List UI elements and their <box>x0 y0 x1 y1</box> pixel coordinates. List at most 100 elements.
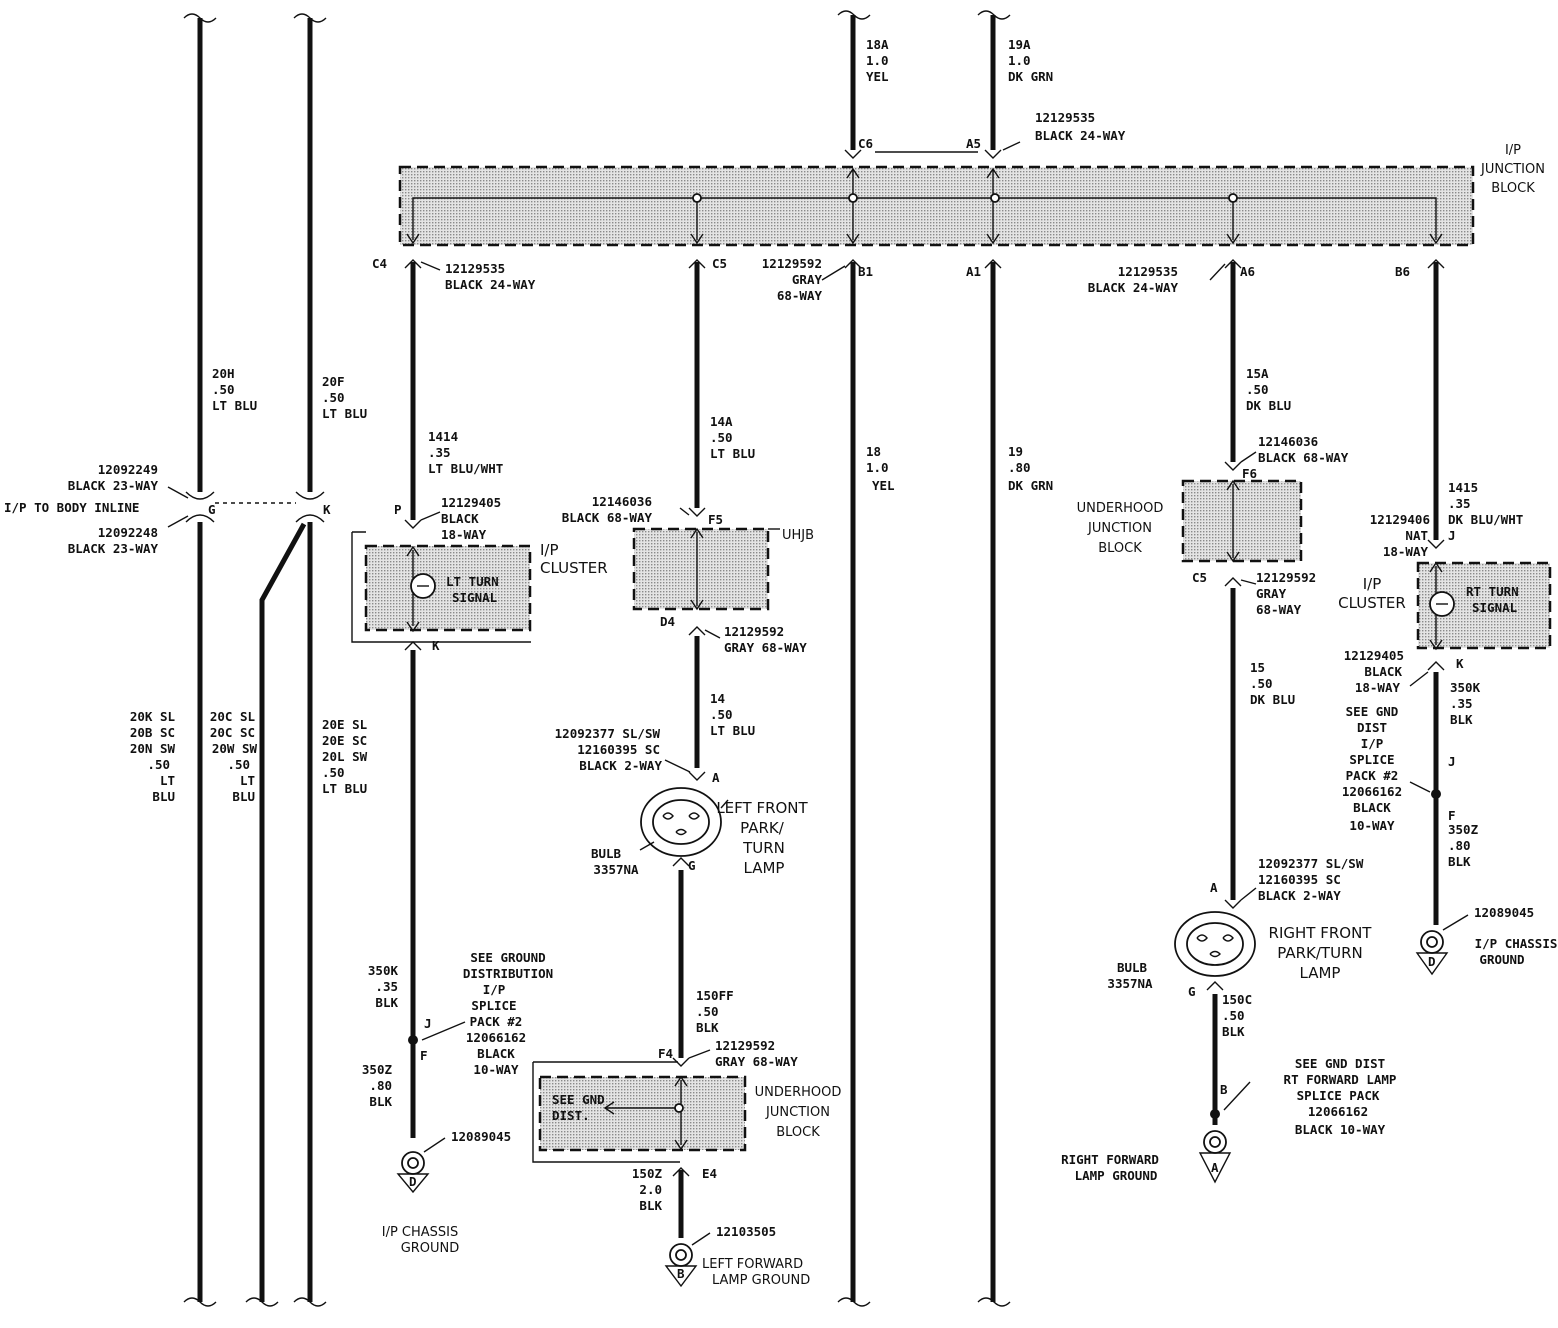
w20c-6: BLU <box>232 789 255 804</box>
rt-splice-5: PACK #2 <box>1346 768 1399 783</box>
w14a-2: .50 <box>710 430 733 445</box>
rf-lamp-label-2: PARK/TURN <box>1277 944 1362 962</box>
rt-350k-1: 350K <box>1450 680 1481 695</box>
lt-splice-8: 10-WAY <box>473 1062 519 1077</box>
rf-c5-type: 68-WAY <box>1256 602 1302 617</box>
rf-bulb-2: 3357NA <box>1107 976 1153 991</box>
w18-1: 18 <box>866 444 881 459</box>
lt-splice-4: SPLICE <box>471 998 516 1013</box>
w20c-4: .50 <box>227 757 250 772</box>
rt-splice-8: 10-WAY <box>1349 818 1395 833</box>
rt-pin-j2: J <box>1448 754 1456 769</box>
rt-splice-7: BLACK <box>1353 800 1391 815</box>
lt-350k-3: BLK <box>375 995 398 1010</box>
w20e-5: LT BLU <box>322 781 367 796</box>
w14a-1: 14A <box>710 414 733 429</box>
pin-f4: F4 <box>658 1046 673 1061</box>
ipjb-lower-connectors <box>404 259 1445 281</box>
ipjb-label-3: BLOCK <box>1491 181 1535 196</box>
w20k-5: LT <box>160 773 175 788</box>
lt-cluster-color: BLACK <box>441 511 479 526</box>
rt-turn-labels: 1415 .35 DK BLU/WHT 12129406 NAT 18-WAY … <box>1338 480 1557 969</box>
w14-2: .50 <box>710 707 733 722</box>
lf-gnd-dist-2: DIST. <box>552 1108 590 1123</box>
rt-350z-2: .80 <box>1448 838 1471 853</box>
lt-splice-2: DISTRIBUTION <box>463 966 553 981</box>
lf-ground-label-1: LEFT FORWARD <box>702 1257 803 1272</box>
w1414-1: 1414 <box>428 429 458 444</box>
top-conn-type: BLACK 24-WAY <box>1035 128 1126 143</box>
lf-lamp-labels: 14A .50 LT BLU 12146036 BLACK 68-WAY F5 … <box>552 414 841 1288</box>
top-wires <box>837 10 1021 159</box>
lt-ground-part: 12089045 <box>451 1129 511 1144</box>
w150c-2: .50 <box>1222 1008 1245 1023</box>
ipjb-label-1: I/P <box>1505 143 1521 158</box>
w15a-2: .50 <box>1246 382 1269 397</box>
rf-uhjb-label-2: JUNCTION <box>1087 521 1152 536</box>
w150z-2: 2.0 <box>639 1182 662 1197</box>
w20f-3: LT BLU <box>322 406 367 421</box>
lf-bulb-2: 3357NA <box>593 862 639 877</box>
rf-lamp-conn-1: 12092377 SL/SW <box>1258 856 1364 871</box>
w19-3: DK GRN <box>1008 478 1053 493</box>
lt-splice-6: 12066162 <box>466 1030 526 1045</box>
wire-19a-3: DK GRN <box>1008 69 1053 84</box>
rt-350k-2: .35 <box>1450 696 1473 711</box>
rf-uhjb-label-3: BLOCK <box>1098 541 1142 556</box>
rt-pin-k: K <box>1456 656 1464 671</box>
w20e-1: 20E SL <box>322 717 368 732</box>
uhjb-label: UHJB <box>782 528 814 543</box>
w20h-3: LT BLU <box>212 398 257 413</box>
w1415-2: .35 <box>1448 496 1471 511</box>
rf-lamp-circuit <box>1174 262 1303 1184</box>
f4-type: GRAY 68-WAY <box>715 1054 798 1069</box>
pin-p: P <box>394 502 402 517</box>
lt-ground-label-2: GROUND <box>401 1241 460 1256</box>
ip-junction-block: I/P JUNCTION BLOCK <box>398 143 1545 247</box>
rf-ground-letter: A <box>1211 1160 1219 1175</box>
w20h-1: 20H <box>212 366 235 381</box>
rt-k-color: BLACK <box>1364 664 1402 679</box>
w1414-2: .35 <box>428 445 451 460</box>
a6-part: 12129535 <box>1118 264 1178 279</box>
lf-lamp-circuit <box>532 262 780 1288</box>
rf-bulb-1: BULB <box>1117 960 1148 975</box>
lt-350z-1: 350Z <box>362 1062 393 1077</box>
lf-lamp-label-3: TURN <box>742 839 785 857</box>
ipjb-label-2: JUNCTION <box>1480 162 1545 177</box>
lt-splice-7: BLACK <box>477 1046 515 1061</box>
lt-350z-2: .80 <box>369 1078 392 1093</box>
rf-lamp-labels: 15A .50 DK BLU 12146036 BLACK 68-WAY F6 … <box>1061 366 1396 1183</box>
rf-ground-label-2: LAMP GROUND <box>1075 1168 1158 1183</box>
rf-c5-part: 12129592 <box>1256 570 1316 585</box>
rf-lamp-conn-2: 12160395 SC <box>1258 872 1341 887</box>
rf-pin-c5: C5 <box>1192 570 1207 585</box>
lf-ground-part: 12103505 <box>716 1224 776 1239</box>
rt-pin-f: F <box>1448 808 1456 823</box>
pin-a5: A5 <box>966 136 981 151</box>
lf-uhjb-part: 12146036 <box>592 494 652 509</box>
lf-pin-a: A <box>712 770 720 785</box>
left-wire-labels: 20H .50 LT BLU 20F .50 LT BLU 12092249 B… <box>4 366 368 804</box>
w20f-1: 20F <box>322 374 345 389</box>
b1-type: 68-WAY <box>777 288 823 303</box>
pin-f5: F5 <box>708 512 723 527</box>
w20e-2: 20E SC <box>322 733 367 748</box>
lf-uhjb2-label-1: UNDERHOOD <box>755 1085 842 1100</box>
w20c-5: LT <box>240 773 255 788</box>
w1415-3: DK BLU/WHT <box>1448 512 1523 527</box>
w20c-2: 20C SC <box>210 725 255 740</box>
pin-a6: A6 <box>1240 264 1255 279</box>
rt-ground-label-2: GROUND <box>1479 952 1524 967</box>
b1-color: GRAY <box>792 272 823 287</box>
pin-d4: D4 <box>660 614 675 629</box>
lf-uhjb2-label-2: JUNCTION <box>765 1105 830 1120</box>
w15a-1: 15A <box>1246 366 1269 381</box>
rf-pin-b: B <box>1220 1082 1228 1097</box>
rt-k-part: 12129405 <box>1344 648 1404 663</box>
rf-pin-a: A <box>1210 880 1218 895</box>
rt-ground-label-1: I/P CHASSIS <box>1475 936 1558 951</box>
rf-lamp-conn-3: BLACK 2-WAY <box>1258 888 1341 903</box>
pin-b1: B1 <box>858 264 873 279</box>
wire-18a-3: YEL <box>866 69 889 84</box>
